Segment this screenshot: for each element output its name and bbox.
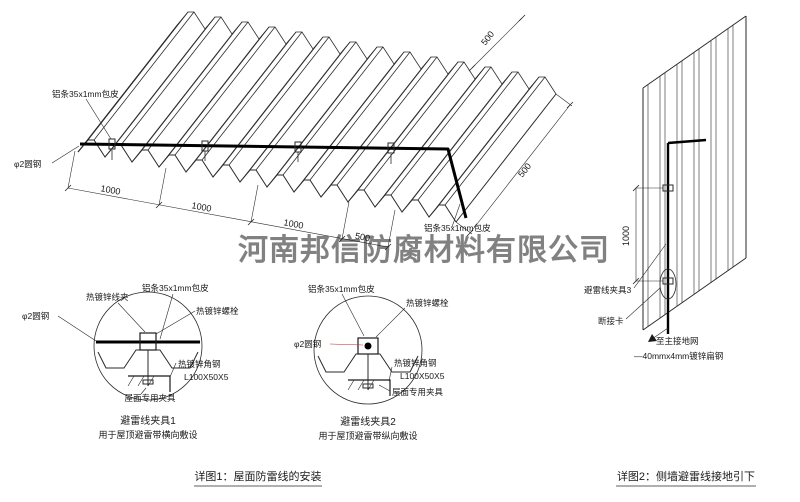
dim-1000-2: 1000 [191, 200, 213, 213]
detail-1-subtitle: 用于屋顶避雷带横向敷设 [98, 429, 197, 440]
detail-2-circle [313, 295, 423, 405]
wire-clamp [294, 141, 302, 153]
detail-2-leader-round-steel [329, 343, 364, 346]
roof-corrugation-valleys [104, 28, 530, 218]
dim-1000-wall: 1000 [621, 226, 631, 246]
wire-clamps [108, 138, 395, 164]
detail-1-label-alu-strip: 铝条35x1mm包皮 [142, 283, 209, 293]
roof-front-edge [77, 139, 457, 223]
wall-figure: 1000 避雷线夹具3 断接卡 至主接地网 —40mmx4mm镀锌扁钢 [584, 15, 747, 361]
detail-2-wire-end [364, 342, 372, 350]
detail-2-hatching [347, 379, 375, 391]
detail-2-label-round-steel: φ2圆钢 [294, 339, 321, 349]
dim-500-bottom: 500 [354, 231, 371, 244]
roof-side-edges [77, 23, 557, 223]
dim-500-right: 500 [516, 161, 533, 179]
detail-1-hatching [127, 375, 155, 387]
detail-circle-1: 热镀锌线夹 铝条35x1mm包皮 热镀锌螺栓 φ2圆钢 热镀锌角钢 L100X5… [22, 283, 239, 440]
detail-2-label-angle-spec: L100X50X5 [400, 371, 445, 381]
dimension-ticks [64, 184, 392, 251]
detail-2-leaders [341, 293, 406, 392]
dimension-line [469, 104, 571, 234]
detail-1-label-bolt: 热镀锌螺栓 [196, 306, 239, 316]
dimension-ticks [632, 184, 640, 285]
dim-1000-3: 1000 [283, 217, 305, 230]
label-alu-strip-left: 铝条35x1mm包皮 [52, 89, 119, 99]
leader-disconnect [625, 287, 661, 320]
detail-circle-2: 铝条35x1mm包皮 热镀锌螺栓 φ2圆钢 热镀锌角钢 L100X50X5 屋面… [294, 284, 449, 441]
detail-1-label-angle-steel: 热镀锌角钢 [178, 359, 221, 369]
label-disconnect: 断接卡 [598, 316, 624, 326]
dim-1000-1: 1000 [100, 183, 122, 196]
detail-2-label-angle-steel: 热镀锌角钢 [394, 358, 437, 368]
wall-top-wire [667, 138, 707, 145]
leader-alu-strip-left [85, 98, 112, 140]
label-flat-steel: —40mmx4mm镀锌扁钢 [634, 351, 723, 361]
detail-1-label-angle-spec: L100X50X5 [184, 372, 229, 382]
clamp-pins [111, 150, 392, 164]
label-to-ground: 至主接地网 [656, 336, 699, 346]
lightning-wire [79, 142, 468, 219]
detail-2-nut [362, 383, 374, 389]
ground-arrowhead [648, 334, 657, 342]
detail-2-subtitle: 用于屋顶避雷带纵向敷设 [318, 430, 417, 441]
dimension-extension-lines [67, 150, 396, 248]
dim-500-top: 500 [479, 29, 496, 47]
label-round-steel: φ2圆钢 [14, 159, 41, 169]
detail-1-nut [142, 379, 154, 385]
disconnect-link-detail [659, 268, 677, 300]
detail-1-title: 避雷线夹具1 [120, 414, 176, 427]
detail-1-leaders [57, 293, 196, 395]
detail-2-label-roof-fixture: 屋面专用夹具 [392, 387, 444, 397]
figure1-caption: 详图1：屋面防雷线的安装 [194, 469, 321, 483]
wall-dimension: 1000 [621, 184, 663, 285]
detail-1-label-round-steel: φ2圆钢 [22, 311, 49, 321]
dimension-ticks [468, 14, 526, 72]
leader-to-ground [651, 327, 669, 340]
leader-round-steel [51, 145, 80, 164]
dimension-line [471, 17, 523, 69]
detail-2-label-bolt: 热镀锌螺栓 [406, 298, 449, 308]
roof-right-dimension: 500 [455, 93, 574, 237]
roof-figure: 1000 1000 1000 500 500 500 铝条35x1mm包皮 φ2… [14, 11, 574, 251]
wall-corrugation-lines [647, 25, 734, 327]
detail-1-label-clamp: 热镀锌线夹 [86, 292, 129, 302]
captions: 详图1：屋面防雷线的安装 详图2：侧墙避雷线接地引下 [194, 469, 756, 487]
roof-back-edge [177, 11, 557, 95]
leader-alu-strip-right [451, 203, 461, 228]
watermark-text: 河南邦信防腐材料有限公司 [238, 234, 610, 267]
dimension-ticks [466, 101, 574, 237]
wire-clamp [387, 142, 395, 154]
dimension-extension-lines [636, 187, 663, 282]
detail-1-circle [93, 291, 203, 401]
roof-corrugation-ridges [87, 11, 546, 206]
roof-bottom-dimensions: 1000 1000 1000 500 [64, 150, 396, 251]
label-alu-strip-right: 铝条35x1mm包皮 [424, 223, 491, 233]
detail-2-title: 避雷线夹具2 [340, 415, 396, 428]
leader-clamp3 [633, 243, 667, 289]
dimension-extension-lines [455, 93, 573, 235]
wire-clamp [108, 138, 116, 150]
figure2-caption: 详图2：侧墙避雷线接地引下 [617, 469, 755, 483]
roof-top-dimension: 500 [468, 14, 526, 72]
wire-clamp [201, 140, 209, 152]
detail-1-angle-steel [128, 375, 171, 392]
detail-1-label-roof-fixture: 屋面专用夹具 [124, 393, 176, 403]
label-clamp3: 避雷线夹具3 [584, 285, 632, 295]
wall-outline [642, 15, 747, 331]
detail-2-label-alu-strip: 铝条35x1mm包皮 [308, 284, 375, 294]
dimension-line [67, 187, 389, 248]
